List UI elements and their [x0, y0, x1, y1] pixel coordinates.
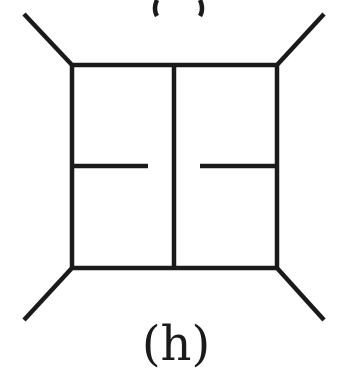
leg-bottom-left: [22, 266, 74, 322]
leg-top-right: [275, 12, 326, 67]
cropped-caption-fragment: [197, 0, 205, 18]
leg-top-left: [22, 12, 74, 67]
leg-bottom-right: [275, 266, 326, 322]
caption-label: (h): [142, 316, 210, 372]
cropped-caption-fragment: [152, 0, 160, 18]
